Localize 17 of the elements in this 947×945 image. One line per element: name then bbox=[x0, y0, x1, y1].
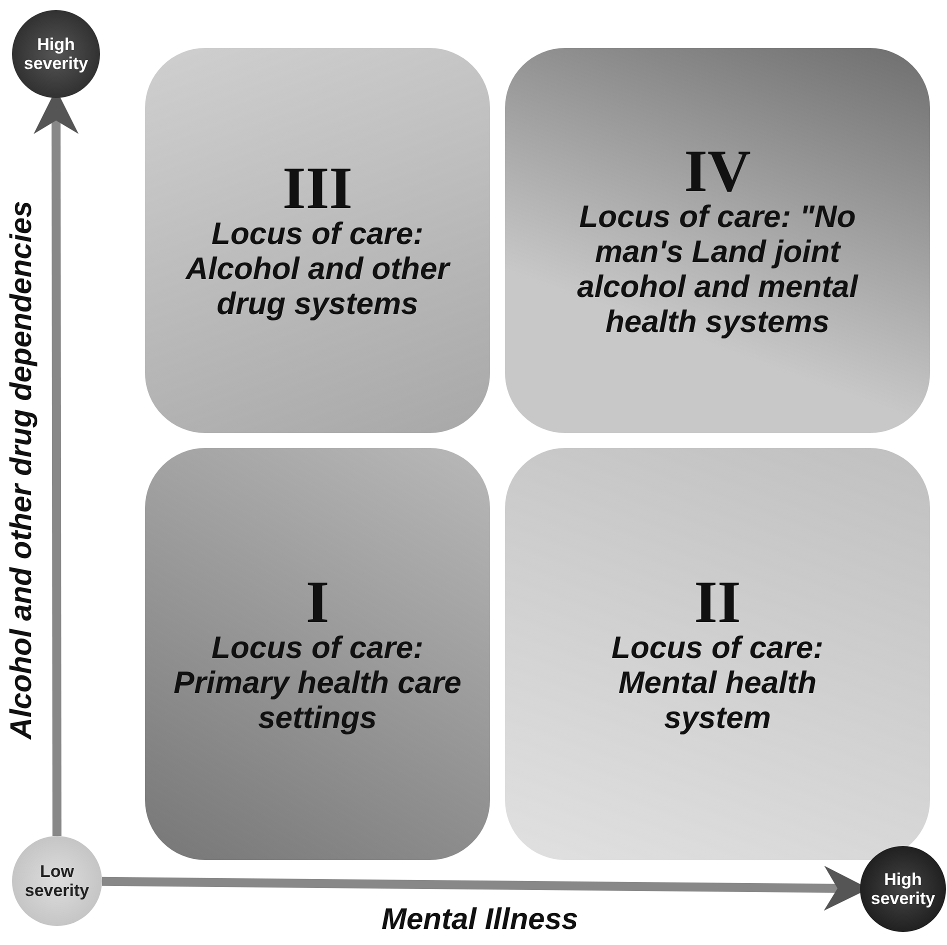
severity-label: High severity bbox=[870, 870, 936, 908]
quadrant-description: Locus of care: "No man's Land joint alcohol and mental health systems bbox=[576, 198, 860, 338]
quadrant-numeral: IV bbox=[684, 142, 751, 198]
quadrant-panel bbox=[145, 48, 490, 433]
quadrant-panel bbox=[505, 448, 930, 860]
quadrant-numeral: III bbox=[282, 160, 353, 216]
severity-label: High severity bbox=[22, 35, 90, 73]
quadrant-numeral: I bbox=[306, 574, 330, 630]
quadrant-description: Locus of care: Primary health care settings bbox=[172, 630, 462, 734]
quadrant-description: Locus of care: Alcohol and other drug systems bbox=[184, 216, 452, 321]
axis-title: Alcohol and other drug dependencies bbox=[5, 200, 40, 740]
quadrant-description: Locus of care: Mental health system bbox=[610, 630, 824, 734]
axis-title: Mental Illness bbox=[382, 903, 578, 937]
severity-label: Low severity bbox=[24, 862, 90, 900]
quadrant-numeral: II bbox=[694, 574, 741, 630]
quadrant-panel bbox=[505, 48, 930, 433]
quadrant-panel bbox=[145, 448, 490, 860]
